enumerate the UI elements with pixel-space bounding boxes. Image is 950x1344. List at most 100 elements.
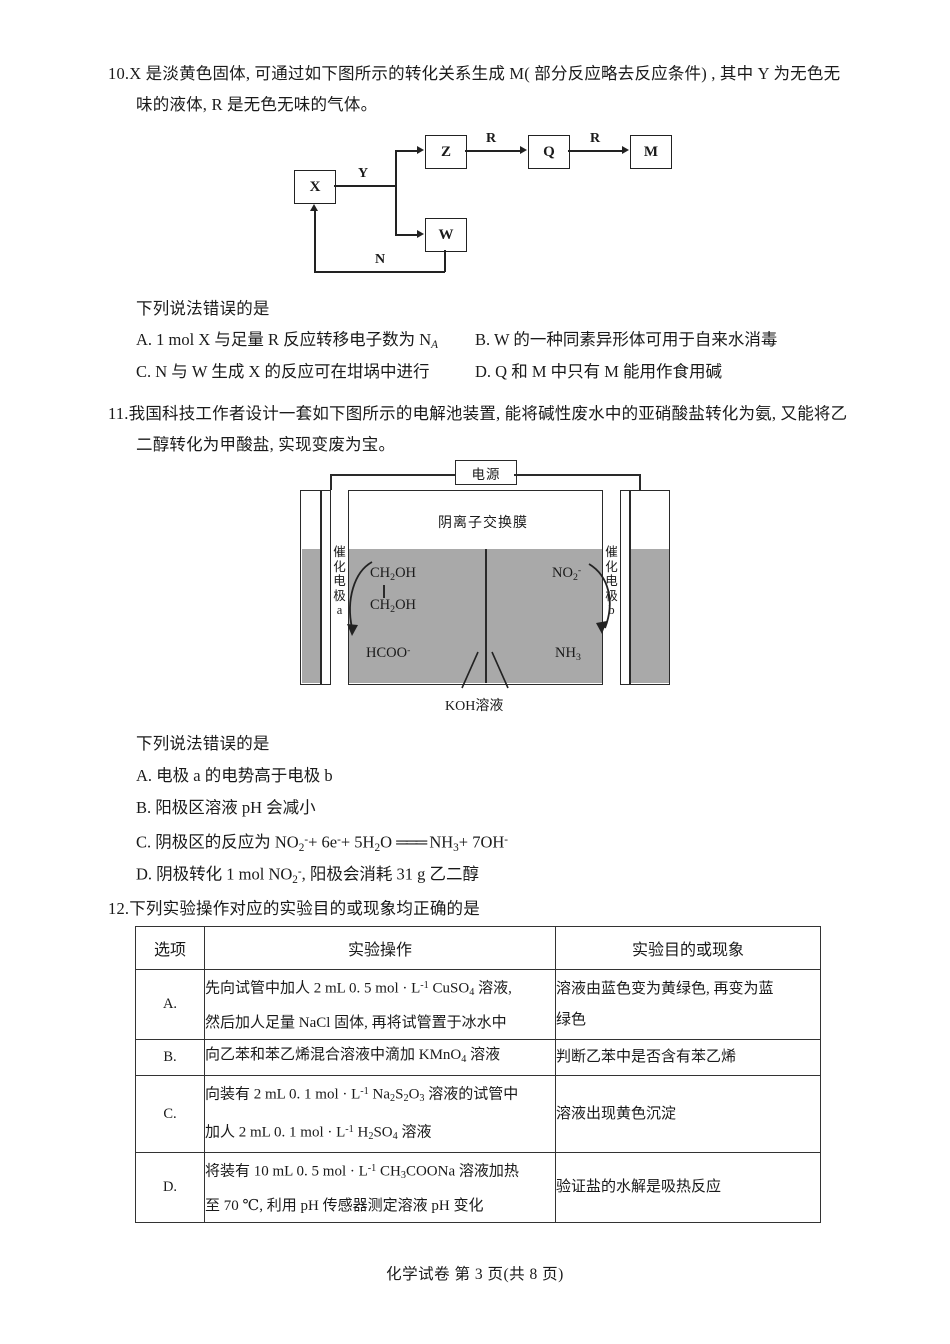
wire-right-top [514, 474, 640, 476]
tank-divider-left [320, 490, 322, 685]
electrode-a-label: 催化电极 a [332, 545, 348, 618]
question-10-option-a-subscript: A [431, 339, 439, 352]
row-a-goal-line2: 绿色 [556, 1011, 587, 1028]
species-formate: HCOO- [366, 645, 410, 662]
anion-exchange-membrane-label: 阴离子交换膜 [438, 516, 528, 531]
catalytic-electrode-a [330, 490, 349, 685]
koh-solution-label: KOH溶液 [445, 699, 504, 714]
power-supply-label: 电源 [471, 466, 501, 482]
row-b-goal: 判断乙苯中是否含有苯乙烯 [555, 1039, 821, 1076]
flow-box-x-label: X [309, 178, 321, 195]
eg-bottom-ch: CH [370, 597, 391, 613]
flow-edge-return-up [314, 211, 316, 272]
formate-charge: - [407, 645, 411, 656]
page-footer: 化学试卷 第 3 页(共 8 页) [386, 1266, 564, 1283]
row-d-goal-line1: 验证盐的水解是吸热反应 [556, 1179, 722, 1196]
row-a-operation-line2: 然后加人足量 NaCl 固体, 再将试管置于冰水中 [205, 1015, 507, 1032]
experiment-table: 选项 实验操作 实验目的或现象 A. 先向试管中加人 2 mL 0. 5 mol… [135, 926, 821, 1224]
flow-label-r1: R [486, 131, 497, 146]
flow-box-z: Z [425, 135, 467, 169]
question-10: 10.X 是淡黄色固体, 可通过如下图所示的转化关系生成 M( 部分反应略去反应… [108, 58, 898, 120]
opt-d-rest: , 阳极会消耗 31 g 乙二醇 [301, 864, 480, 884]
row-d-operation-line2: 至 70 ℃, 利用 pH 传感器测定溶液 pH 变化 [205, 1198, 484, 1215]
flow-arrow-to-m [622, 146, 629, 154]
question-11-number: 11. [108, 404, 129, 423]
catalytic-electrode-b [602, 490, 621, 685]
opt-d-prefix: D. 阴极转化 1 mol NO [136, 864, 293, 884]
flow-box-w-label: W [438, 226, 454, 243]
wire-left-down [330, 474, 332, 491]
flow-box-q: Q [528, 135, 570, 169]
species-ammonia: NH3 [555, 645, 581, 663]
flow-edge-return-horizontal [314, 271, 445, 273]
question-11-prompt: 下列说法错误的是 [136, 734, 270, 753]
flow-arrow-to-w [417, 230, 424, 238]
question-10-option-a-text: A. 1 mol X 与足量 R 反应转移电子数为 N [136, 330, 432, 349]
electrode-b-id: b [608, 603, 615, 617]
nitrite-charge: - [577, 565, 582, 576]
row-a-goal: 溶液由蓝色变为黄绿色, 再变为蓝 绿色 [555, 968, 821, 1041]
opt-c-mid: + 6e [308, 832, 338, 852]
flow-edge-split-vertical [395, 150, 397, 235]
question-11-option-a: A. 电极 a 的电势高于电极 b [136, 766, 333, 785]
question-12-stem-text: 下列实验操作对应的实验目的或现象均正确的是 [129, 899, 480, 918]
flow-edge-z-to-q [465, 150, 520, 152]
question-11-electrolysis-diagram: 电源 催化电极 a 催化电极 b 阴离子交换膜 CH2OH [290, 455, 690, 720]
row-c-goal-line1: 溶液出现黄色沉淀 [556, 1105, 677, 1122]
nitrite-sub: 2 [572, 571, 578, 583]
question-10-flow-diagram: X Z Q M W Y [270, 128, 700, 288]
flow-box-q-label: Q [543, 143, 555, 160]
flow-box-m: M [630, 135, 672, 169]
table-row: C. 向装有 2 mL 0. 1 mol · L-1 Na2S2O3 溶液的试管… [135, 1074, 821, 1154]
species-ethylene-glycol-top: CH2OH [370, 565, 416, 583]
question-11-option-d: D. 阴极转化 1 mol NO2-, 阳极会消耗 31 g 乙二醇 [136, 857, 479, 895]
question-10-stem-line2: 味的液体, R 是无色无味的气体。 [136, 95, 378, 114]
electrode-a-name: 催化电极 [333, 545, 346, 603]
opt-c-mid2: + 5H [340, 832, 375, 852]
row-b-operation-line1: 向乙苯和苯乙烯混合溶液中滴加 KMnO4 溶液 [205, 1047, 501, 1065]
flow-box-z-label: Z [440, 143, 451, 160]
opt-c-equals: ═══ [396, 832, 427, 852]
question-11-stem-line2: 二醇转化为甲酸盐, 实现变废为宝。 [136, 435, 396, 454]
flow-arrow-to-x [310, 204, 318, 211]
wire-left-top [330, 474, 456, 476]
electrode-a-id: a [336, 603, 343, 617]
flow-label-n: N [375, 252, 386, 267]
formate-text: HCOO [366, 645, 408, 662]
koh-pointer-lines [461, 651, 509, 689]
row-d-option: D. [135, 1152, 205, 1224]
opt-c-mid5: + 7OH [458, 832, 505, 852]
row-a-option: A. [135, 968, 205, 1041]
table-row: A. 先向试管中加人 2 mL 0. 5 mol · L-1 CuSO4 溶液,… [135, 968, 821, 1041]
tank-divider-right [629, 490, 631, 685]
row-c-option: C. [135, 1074, 205, 1154]
row-b-option: B. [135, 1039, 205, 1076]
row-d-operation-line1: 将装有 10 mL 0. 5 mol · L-1 CH3COONa 溶液加热 [205, 1163, 519, 1182]
row-c-operation-line2: 加人 2 mL 0. 1 mol · L-1 H2SO4 溶液 [205, 1124, 432, 1143]
row-a-goal-line1: 溶液由蓝色变为黄绿色, 再变为蓝 [556, 980, 774, 997]
opt-c-sub3: 3 [453, 841, 459, 854]
question-10-number: 10. [108, 64, 130, 83]
electrolyte-main [348, 549, 603, 683]
opt-c-mid3: O [380, 832, 392, 852]
flow-edge-x-to-split [334, 185, 396, 187]
opt-c-sub1: 2 [298, 841, 305, 854]
flow-edge-w-down [444, 250, 446, 272]
ammonia-sub: 3 [575, 651, 581, 663]
row-c-goal: 溶液出现黄色沉淀 [555, 1074, 821, 1154]
opt-d-sub: 2 [292, 873, 298, 886]
question-10-option-c: C. N 与 W 生成 X 的反应可在坩埚中进行 [136, 362, 430, 381]
row-c-operation: 向装有 2 mL 0. 1 mol · L-1 Na2S2O3 溶液的试管中 加… [204, 1074, 556, 1154]
nitrite-text: NO [552, 565, 573, 582]
ammonia-text: NH [555, 645, 576, 661]
table-row: D. 将装有 10 mL 0. 5 mol · L-1 CH3COONa 溶液加… [135, 1152, 821, 1224]
question-11: 11.我国科技工作者设计一套如下图所示的电解池装置, 能将碱性废水中的亚硝酸盐转… [108, 398, 908, 460]
wire-right-down [639, 474, 641, 491]
table-row: B. 向乙苯和苯乙烯混合溶液中滴加 KMnO4 溶液 判断乙苯中是否含有苯乙烯 [135, 1039, 821, 1076]
species-ethylene-glycol-bottom: CH2OH [370, 597, 416, 615]
table-header-operation: 实验操作 [204, 926, 556, 970]
flow-edge-split-to-w [395, 234, 417, 236]
flow-label-y: Y [358, 166, 369, 181]
row-b-operation: 向乙苯和苯乙烯混合溶液中滴加 KMnO4 溶液 [204, 1039, 556, 1076]
